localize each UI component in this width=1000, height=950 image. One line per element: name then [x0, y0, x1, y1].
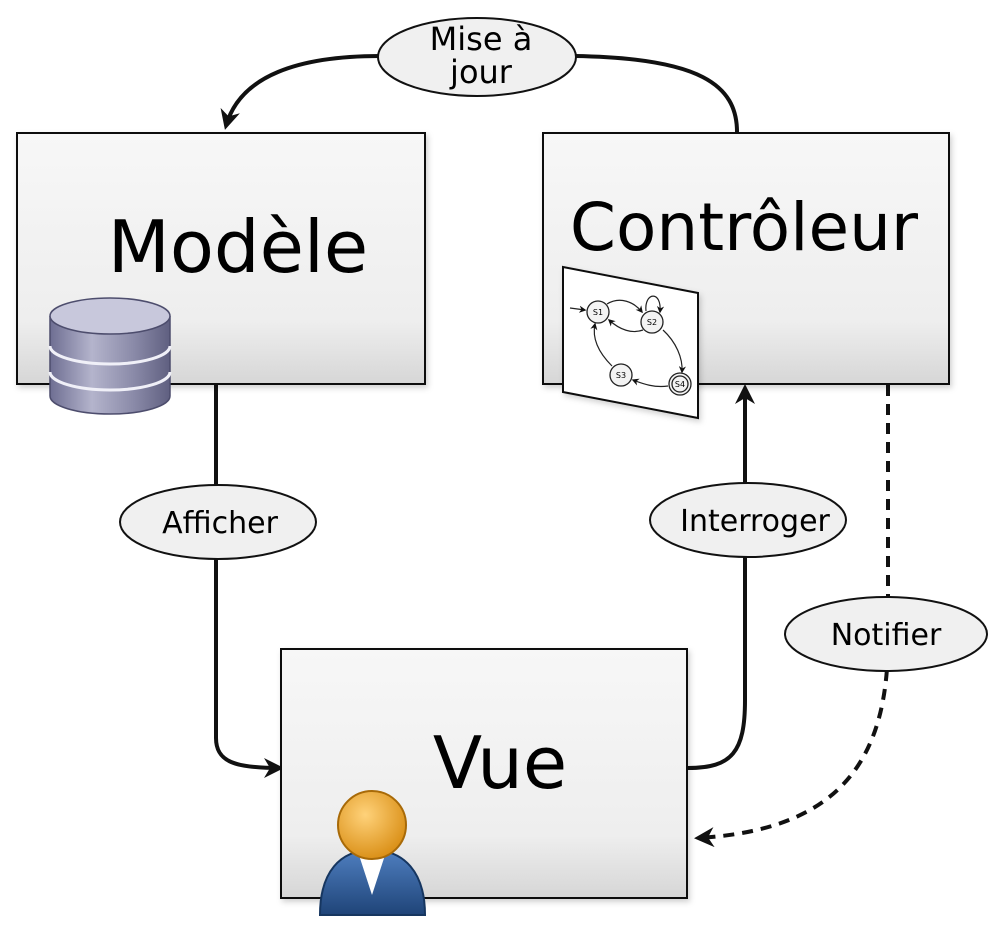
display-label: Afficher	[119, 484, 317, 560]
state-s3: S3	[616, 371, 626, 380]
notify-label: Notifier	[784, 596, 988, 672]
state-s1: S1	[593, 308, 603, 317]
update-label-line2: jour	[449, 53, 513, 91]
state-s4: S4	[675, 380, 685, 389]
query-label: Interroger	[649, 482, 847, 558]
controller-title: Contrôleur	[570, 189, 919, 266]
query-arrow	[687, 384, 755, 770]
user-icon	[318, 790, 427, 916]
display-label-text: Afficher	[162, 506, 278, 541]
state-machine-icon: S1 S2 S3 S4	[562, 265, 699, 420]
model-title: Modèle	[108, 205, 368, 289]
query-label-text: Interroger	[680, 504, 830, 539]
update-label-line1: Mise à	[430, 20, 533, 58]
database-icon	[48, 297, 172, 415]
state-s2: S2	[647, 318, 657, 327]
display-arrow	[214, 385, 284, 778]
update-label: Mise à jour	[377, 17, 577, 97]
view-title: Vue	[433, 721, 567, 805]
notify-label-text: Notifier	[831, 618, 942, 653]
